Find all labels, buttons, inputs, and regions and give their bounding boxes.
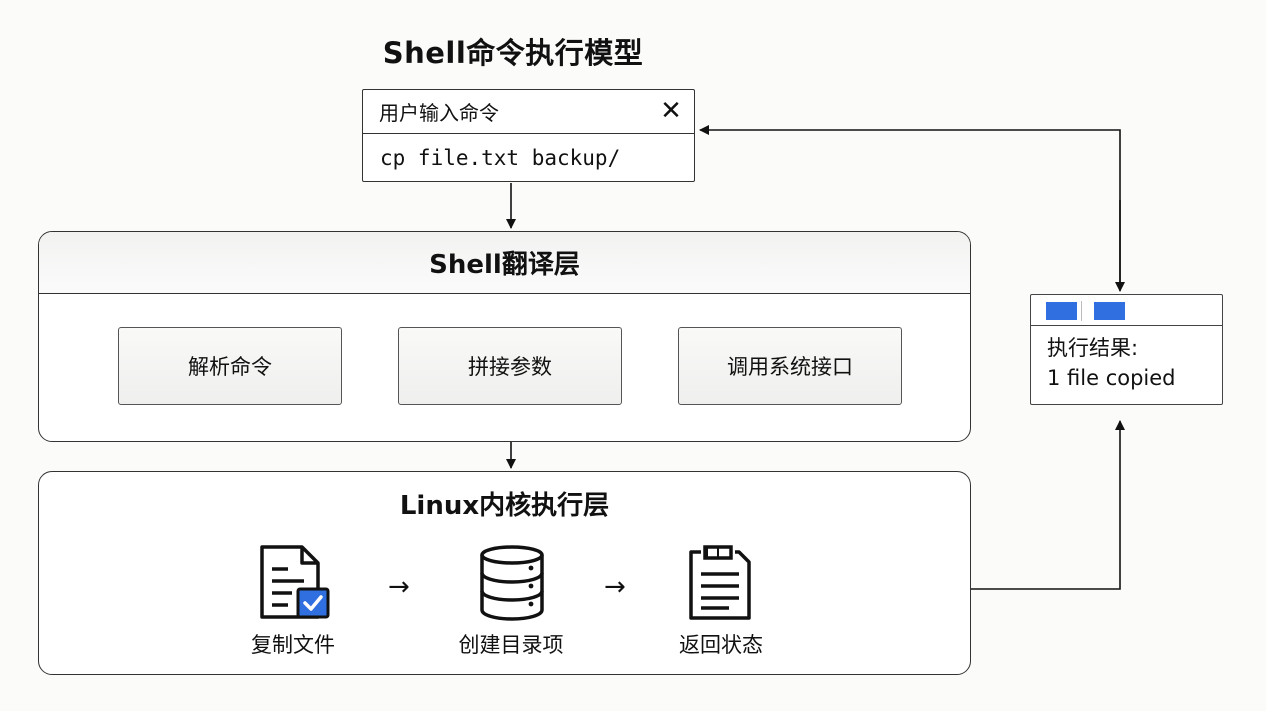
result-window-tabbar xyxy=(1031,295,1222,326)
step-parse-command: 解析命令 xyxy=(118,327,342,405)
kernel-arrow-2: → xyxy=(604,572,626,602)
arrow-kernel-to-result xyxy=(971,420,1125,590)
command-text: cp file.txt backup/ xyxy=(380,145,621,170)
result-tab-divider xyxy=(1081,301,1082,321)
database-icon xyxy=(480,545,544,621)
close-icon[interactable]: ✕ xyxy=(660,96,682,126)
kernel-item-return-status: 返回状态 xyxy=(679,633,763,657)
result-tab-2 xyxy=(1094,302,1125,320)
result-tab-1 xyxy=(1046,302,1077,320)
kernel-item-create-directory-entry: 创建目录项 xyxy=(458,633,564,657)
file-check-icon xyxy=(260,545,330,619)
clipboard-icon xyxy=(689,545,751,620)
result-body: 执行结果: 1 file copied xyxy=(1031,326,1222,393)
kernel-arrow-1: → xyxy=(388,572,410,602)
step-build-arguments: 拼接参数 xyxy=(398,327,622,405)
kernel-execution-layer: Linux内核执行层 xyxy=(38,471,971,675)
step-call-system-interface: 调用系统接口 xyxy=(678,327,902,405)
shell-layer-title: Shell翻译层 xyxy=(39,232,970,294)
input-window-header: 用户输入命令 ✕ xyxy=(363,90,694,134)
diagram-title: Shell命令执行模型 xyxy=(382,36,644,70)
kernel-layer-title: Linux内核执行层 xyxy=(399,491,610,521)
user-input-window: 用户输入命令 ✕ cp file.txt backup/ xyxy=(362,89,695,182)
result-window: 执行结果: 1 file copied xyxy=(1030,294,1223,405)
input-window-title: 用户输入命令 xyxy=(379,101,499,125)
result-label: 执行结果: xyxy=(1047,336,1139,360)
result-value: 1 file copied xyxy=(1047,366,1176,390)
kernel-item-copy-file: 复制文件 xyxy=(251,633,335,657)
